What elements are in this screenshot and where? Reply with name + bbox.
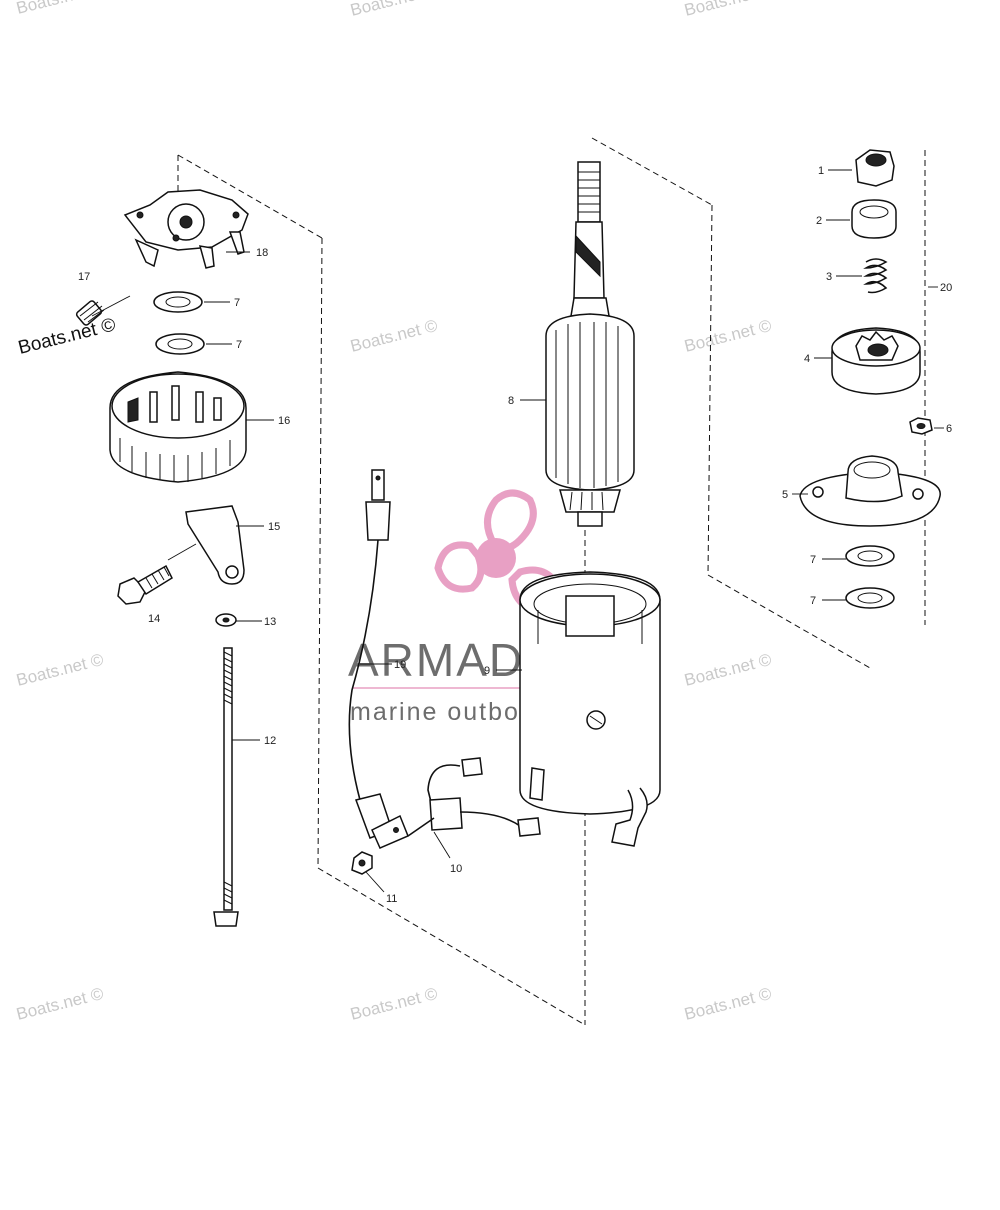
lock-washer-13[interactable]	[215, 613, 237, 627]
callout-7: 7	[810, 595, 816, 607]
screw-17[interactable]	[75, 300, 105, 326]
watermark: Boats.net ©	[682, 0, 773, 20]
washer-7-right-lower[interactable]	[845, 587, 895, 609]
brush-holder-10[interactable]	[407, 757, 541, 837]
watermark: Boats.net ©	[682, 984, 773, 1024]
washer-7-upper[interactable]	[153, 291, 203, 313]
washer-7-lower[interactable]	[155, 333, 205, 355]
callout-7: 7	[234, 297, 240, 309]
nut-1[interactable]	[855, 149, 895, 187]
end-housing-16[interactable]	[109, 371, 247, 483]
callout-14: 14	[148, 613, 160, 625]
callout-11: 11	[386, 893, 397, 905]
callout-leaders	[91, 169, 944, 893]
watermark: Boats.net ©	[348, 316, 439, 356]
field-frame-9[interactable]	[519, 571, 661, 847]
callout-20: 20	[940, 282, 952, 294]
watermark: Boats.net ©	[348, 0, 439, 20]
callout-1: 1	[818, 165, 824, 177]
bracket-15[interactable]	[185, 505, 245, 585]
nut-6[interactable]	[909, 417, 933, 435]
watermark: Boats.net ©	[14, 650, 105, 690]
callout-16: 16	[278, 415, 290, 427]
callout-19: 19	[394, 659, 406, 671]
watermark: Boats.net ©	[348, 984, 439, 1024]
callout-3: 3	[826, 271, 832, 283]
armature-8[interactable]	[545, 161, 635, 527]
callout-12: 12	[264, 735, 276, 747]
callout-10: 10	[450, 863, 462, 875]
watermark: Boats.net ©	[14, 0, 105, 18]
callout-8: 8	[508, 395, 514, 407]
callout-9: 9	[484, 665, 490, 677]
callout-4: 4	[804, 353, 810, 365]
callout-labels: 18 17 7 7 16 15 14 13 12 8 9 19 10 11 1 …	[78, 165, 952, 905]
watermark-dark: Boats.net ©	[16, 314, 118, 358]
callout-6: 6	[946, 423, 952, 435]
callout-15: 15	[268, 521, 280, 533]
end-plate-18[interactable]	[123, 189, 249, 269]
callout-7: 7	[810, 554, 816, 566]
callout-7: 7	[236, 339, 242, 351]
drive-gear-4[interactable]	[831, 327, 921, 395]
lead-wire-19[interactable]	[348, 469, 409, 849]
nut-11[interactable]	[351, 851, 373, 875]
callout-5: 5	[782, 489, 788, 501]
end-cap-5[interactable]	[799, 455, 941, 527]
callout-13: 13	[264, 616, 276, 628]
callout-2: 2	[816, 215, 822, 227]
through-bolt-12[interactable]	[213, 647, 239, 927]
watermark: Boats.net ©	[682, 650, 773, 690]
spring-3[interactable]	[863, 258, 888, 294]
watermark: Boats.net ©	[14, 984, 105, 1024]
callout-17: 17	[78, 271, 90, 283]
logo-hub-icon	[476, 538, 516, 578]
callout-18: 18	[256, 247, 268, 259]
spacer-2[interactable]	[851, 199, 897, 239]
watermark: Boats.net ©	[682, 316, 773, 356]
bolt-14[interactable]	[117, 564, 173, 605]
watermark-layer: Boats.net © Boats.net © Boats.net © Boat…	[14, 0, 773, 1024]
washer-7-right-upper[interactable]	[845, 545, 895, 567]
